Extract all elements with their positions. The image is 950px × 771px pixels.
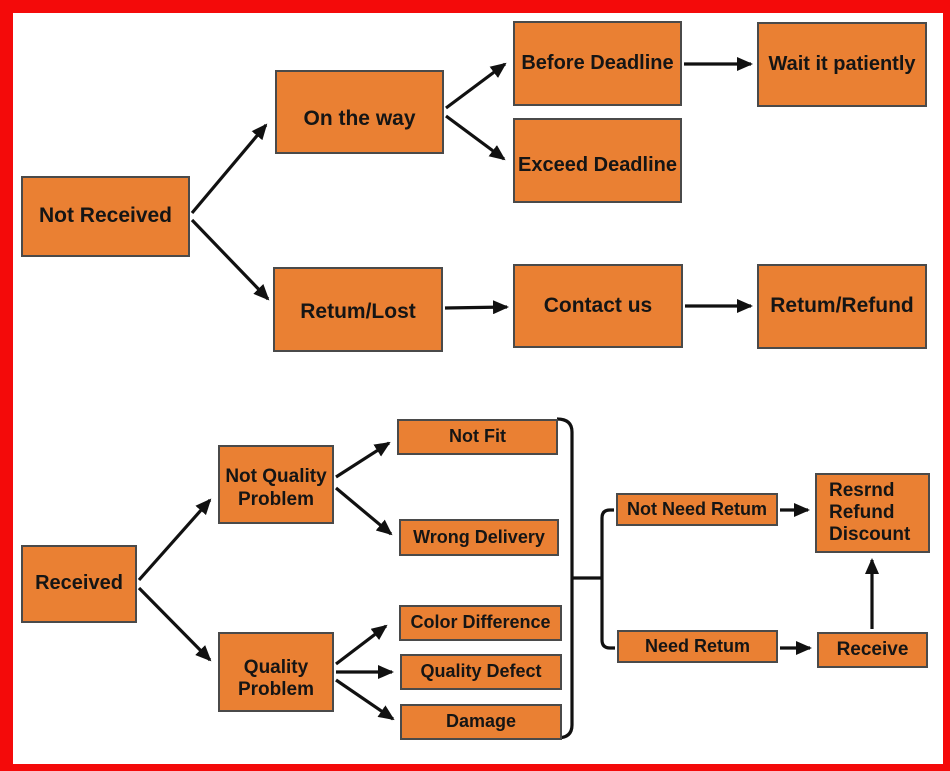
node-need-retum: Need Retum (617, 630, 778, 663)
node-not-quality-problem: Not Quality Problem (218, 445, 334, 524)
node-exceed-deadline: Exceed Deadline (513, 118, 682, 203)
node-retum-lost: Retum/Lost (273, 267, 443, 352)
node-received: Received (21, 545, 137, 623)
node-not-fit: Not Fit (397, 419, 558, 455)
node-wrong-delivery: Wrong Delivery (399, 519, 559, 556)
node-not-need-retum: Not Need Retum (616, 493, 778, 526)
node-on-the-way: On the way (275, 70, 444, 154)
node-wait-it-patiently: Wait it patiently (757, 22, 927, 107)
edge-on-the-way-exceed-deadline (445, 114, 506, 161)
node-retum-refund: Retum/Refund (757, 264, 927, 349)
edge-on-the-way-before-deadline (445, 62, 507, 110)
node-quality-problem: Quality Problem (218, 632, 334, 712)
edge-not-received-on-the-way (190, 123, 268, 215)
bracket-split-to-retum-options (600, 508, 615, 650)
node-quality-defect: Quality Defect (400, 654, 562, 690)
node-color-difference: Color Difference (399, 605, 562, 641)
edge-quality-problem-color-difference (335, 624, 388, 666)
edge-not-received-retum-lost (190, 218, 270, 301)
node-receive: Receive (817, 632, 928, 668)
edge-quality-problem-damage (335, 678, 395, 721)
edge-received-not-quality-problem (137, 498, 212, 582)
edge-not-quality-problem-wrong-delivery (334, 486, 393, 536)
node-before-deadline: Before Deadline (513, 21, 682, 106)
edge-retum-lost-contact-us (444, 300, 509, 315)
node-resrnd-refund-discount: Resrnd Refund Discount (815, 473, 930, 553)
bracket-five-reasons (556, 417, 574, 740)
node-not-received: Not Received (21, 176, 190, 257)
node-damage: Damage (400, 704, 562, 740)
edge-not-quality-problem-not-fit (335, 441, 391, 479)
node-contact-us: Contact us (513, 264, 683, 348)
edge-received-quality-problem (137, 586, 212, 662)
